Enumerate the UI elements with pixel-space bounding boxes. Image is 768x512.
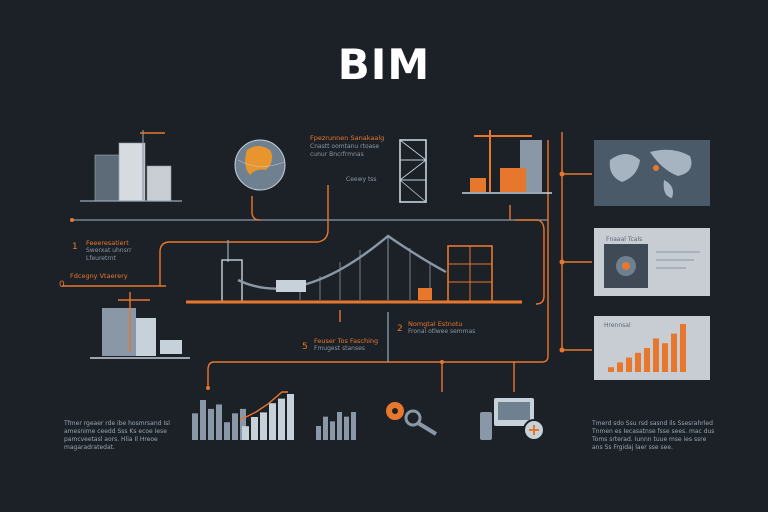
dashboard-panel [594,228,710,296]
structure-frame-illustration [399,139,427,203]
step-number-2: 2 [397,324,403,334]
top-note-line-1: Fpezrunnen Sanakaalg [310,134,385,142]
left-note-1-line-3: Lfeuretrnt [86,255,116,262]
panel-bar-chart-bar-8 [680,324,686,372]
panel-bar-chart-bar-1 [617,362,623,372]
bottom-bar-chart-a-bar-0 [192,413,198,440]
bottom-bar-chart-a-bar-6 [240,408,246,440]
bottom-bar-chart-a-bar-3 [216,404,222,440]
bottom-bar-chart-c-bar-3 [337,412,342,440]
bridge-illustration [186,234,522,304]
bottom-bar-chart-b-bar-2 [260,412,267,440]
trend-line [239,391,288,421]
chart-panel-title: Hrennsal [604,322,631,329]
bottom-bar-chart-c-bar-0 [316,426,321,440]
panel-bar-chart-bar-6 [662,343,668,372]
computer-settings-icon [480,398,545,441]
bottom-bar-chart-c-bar-4 [344,416,349,440]
step-number-1: 1 [72,242,78,252]
dashboard-panel-title: Fnaaal Tcals [606,236,643,243]
world-map-panel [594,140,710,206]
bottom-left-paragraph: Tfmer rgeaer rde ibe hosmrsand Isl amesn… [64,420,170,451]
top-note-line-2: Cnastt oomtanu rtoase [310,143,380,150]
bottom-bar-chart-c-bar-2 [330,421,335,440]
bottom-bar-chart-b-bar-5 [287,394,294,440]
panel-bar-chart-bar-7 [671,333,677,372]
center-note-2-line-1: Nomgtal Estnotu [408,320,463,328]
bottom-bar-chart-b-bar-3 [269,403,276,440]
panel-bar-chart-bar-2 [626,357,632,372]
top-note-line-3: cunur Bncrfrmnas [310,151,364,158]
panel-bar-chart-bar-3 [635,352,641,372]
top-small-label: Ceewy tss [346,176,377,183]
panel-bar-chart-bar-4 [644,348,650,372]
bottom-bar-chart-c-bar-5 [351,412,356,440]
connector-lines [62,132,592,392]
step-number-5: 5 [302,342,308,352]
step-number-0: 0 [59,280,65,290]
left-note-1-line-1: Feeeresatiert [86,239,129,247]
bottom-bar-chart-a-bar-4 [224,422,230,440]
building-with-crane-illustration [90,292,190,359]
bottom-bar-chart-a-bar-2 [208,408,214,440]
construction-site-illustration [462,130,552,194]
city-buildings-illustration [80,130,182,202]
connector-dots [70,171,565,390]
panel-bar-chart-bar-5 [653,338,659,372]
center-note-1-line-1: Feuser Tos Fasching [314,337,379,345]
bottom-right-paragraph: Tmerd sdo Ssu rsd sasnd ils Ssesrahrled … [592,420,715,451]
gear-key-icon [386,402,438,436]
globe-illustration [234,139,286,191]
left-note-1-line-2: Swerxat uhnsrr [86,247,132,254]
bottom-bar-chart-b-bar-0 [242,426,249,440]
chart-marks [192,324,686,440]
page-title: BIM [337,40,431,89]
center-note-1-line-2: Fmugest stanses [314,345,365,352]
left-note-2: Fdcegny Vtaerery [70,272,128,280]
bottom-bar-chart-c-bar-1 [323,416,328,440]
bottom-bar-chart-a-bar-1 [200,400,206,440]
center-note-2-line-2: Fronal otlwee semmas [408,328,476,335]
panel-bar-chart-bar-0 [608,367,614,372]
bottom-bar-chart-b-bar-1 [251,417,258,440]
bottom-bar-chart-a-bar-5 [232,413,238,440]
bottom-bar-chart-b-bar-4 [278,398,285,440]
